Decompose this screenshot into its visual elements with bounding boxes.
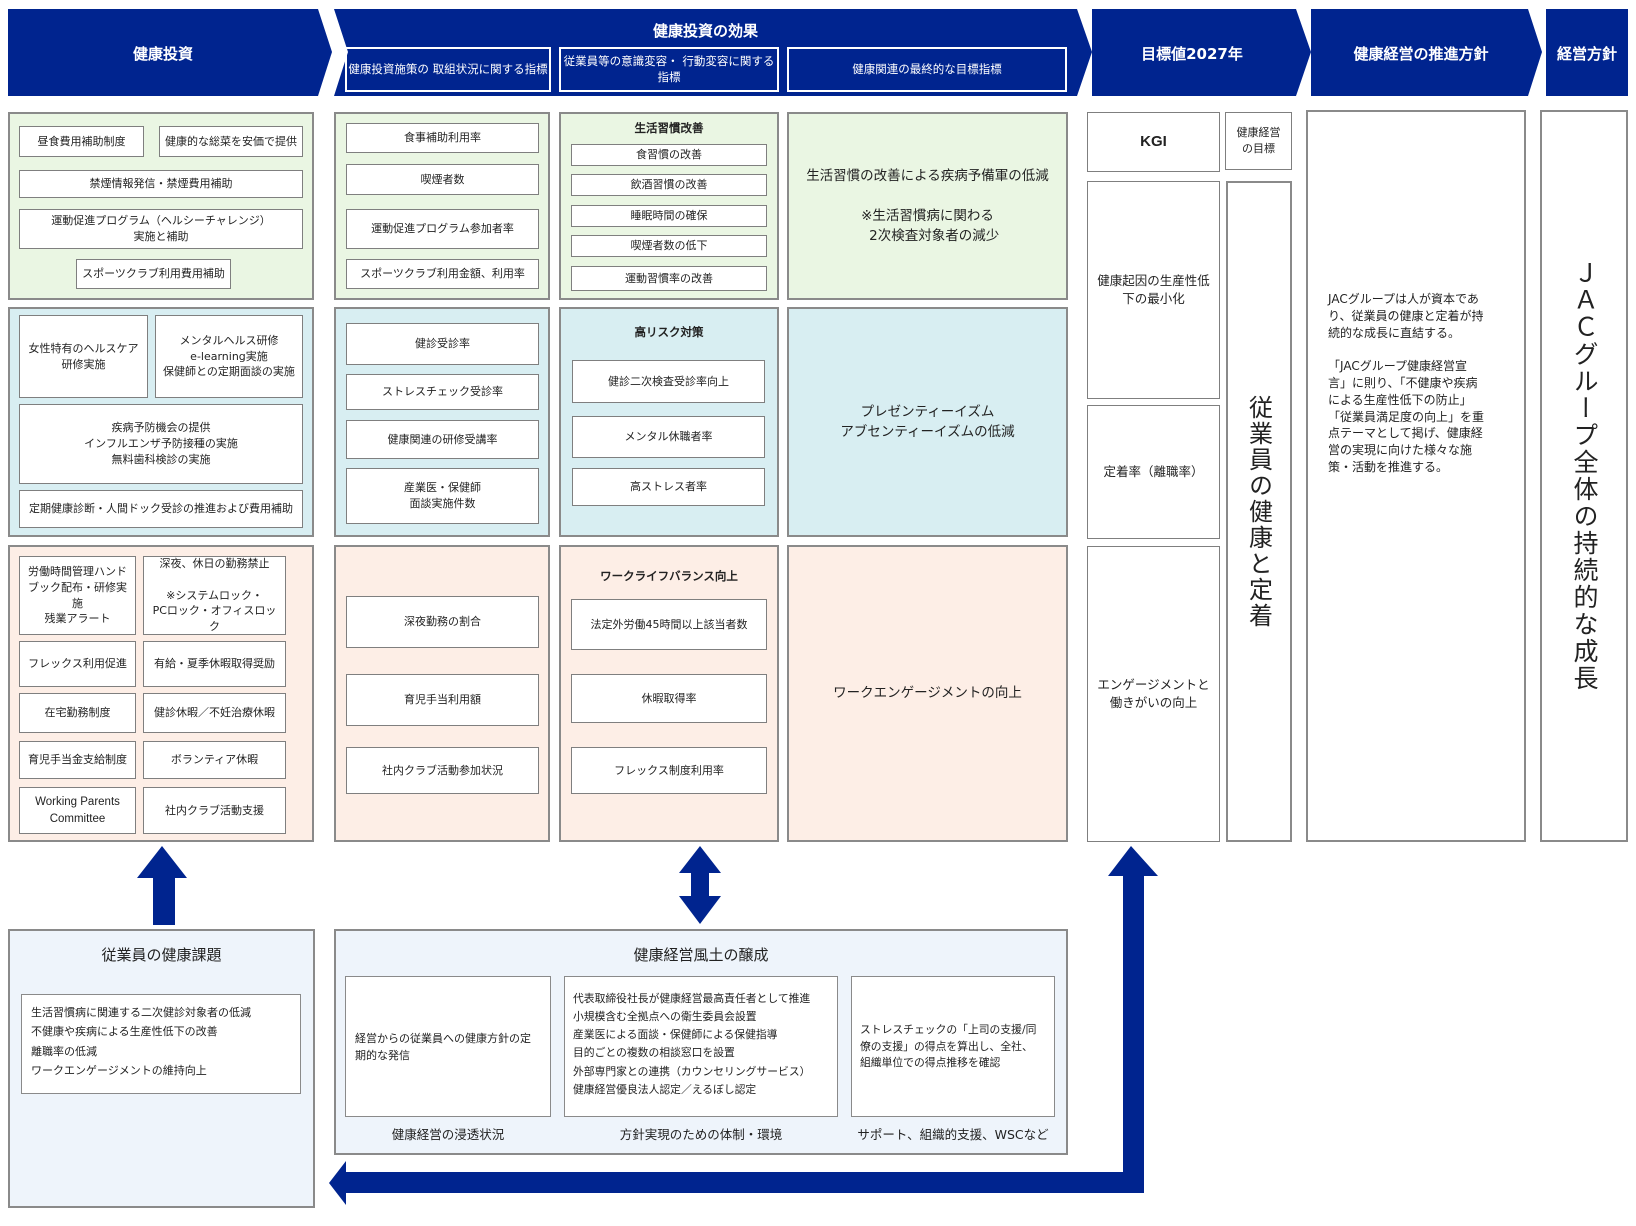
investment-item: 女性特有のヘルスケア 研修実施 — [19, 315, 148, 398]
investment-item: スポーツクラブ利用費用補助 — [76, 259, 231, 289]
behavior-item: 飲酒習慣の改善 — [571, 174, 767, 196]
investment-item: 健康的な総菜を安価で提供 — [159, 126, 303, 157]
header-target: 目標値2027年 — [1141, 45, 1243, 63]
culture-box-3-text: ストレスチェックの「上司の支援/同 僚の支援」の得点を算出し、全社、 組織単位で… — [860, 1023, 1037, 1070]
header-chevron-target — [1092, 9, 1311, 96]
indicator-item: 健診受診率 — [346, 323, 539, 365]
header-effect: 健康投資の効果 — [652, 22, 758, 40]
investment-item: 健診休暇／不妊治療休暇 — [143, 693, 286, 733]
indicator-item: 社内クラブ活動参加状況 — [346, 747, 539, 794]
investment-item: 昼食費用補助制度 — [19, 126, 144, 157]
investment-item: ボランティア休暇 — [143, 741, 286, 779]
behavior-title: 生活習慣改善 — [634, 121, 704, 135]
kgi-label: KGI — [1087, 112, 1220, 172]
header-effect-sub-3: 健康関連の最終的な目標指標 — [787, 47, 1067, 92]
header-mgmt-policy: 経営方針 — [1556, 45, 1617, 63]
investment-item: 社内クラブ活動支援 — [143, 787, 286, 834]
behavior-item: 運動習慣率の改善 — [571, 266, 767, 291]
policy-box — [1306, 110, 1526, 842]
culture-item: 健康経営優良法人認定／えるぼし認定 — [573, 1082, 757, 1096]
culture-item: 目的ごとの複数の相談窓口を設置 — [573, 1046, 735, 1060]
behavior-item: フレックス制度利用率 — [571, 747, 767, 794]
behavior-item: 健診二次検査受診率向上 — [572, 360, 765, 403]
issues-list: 生活習慣病に関連する二次健診対象者の低減 不健康や疾病による生産性低下の改善 離… — [31, 1003, 251, 1080]
header-effect-sub-2: 従業員等の意識変容・ 行動変容に関する指標 — [559, 47, 779, 92]
final-goal-panel-worklife — [787, 545, 1068, 842]
culture-item: 代表取締役社長が健康経営最高責任者として推進 — [573, 992, 811, 1005]
target-item: 健康起因の生産性低 下の最小化 — [1087, 181, 1220, 399]
final-goal-panel-risk — [787, 307, 1068, 537]
culture-title: 健康経営風土の醸成 — [633, 946, 769, 964]
policy-text: JACグループは人が資本であ り、従業員の健康と定着が持 続的な成長に直結する。… — [1328, 292, 1485, 474]
issues-item: 不健康や疾病による生産性低下の改善 — [31, 1025, 218, 1039]
header-chevron-investment — [8, 9, 332, 96]
goal-label: 健康経営 の目標 — [1225, 112, 1292, 170]
behavior-item: メンタル休職者率 — [572, 416, 765, 458]
target-vertical-text: 従業員の健康と定着 — [1244, 394, 1273, 629]
culture-box-1-text: 経営からの従業員への健康方針の定 期的な発信 — [355, 1032, 531, 1063]
investment-item: 運動促進プログラム（ヘルシーチャレンジ） 実施と補助 — [19, 209, 303, 249]
target-item: 定着率（離職率） — [1087, 405, 1220, 539]
issues-item: 生活習慣病に関連する二次健診対象者の低減 — [31, 1006, 251, 1019]
header-chevrons — [8, 9, 1628, 96]
investment-item: 深夜、休日の勤務禁止 ※システムロック・ PCロック・オフィスロック — [143, 556, 286, 635]
culture-caption-3: サポート、組織的支援、WSCなど — [857, 1127, 1049, 1142]
indicator-item: 育児手当利用額 — [346, 674, 539, 726]
indicator-item: 深夜勤務の割合 — [346, 596, 539, 648]
culture-box-2-list: 代表取締役社長が健康経営最高責任者として推進 小規模含む全拠点への衛生委員会設置… — [573, 990, 810, 1099]
behavior-item: 法定外労働45時間以上該当者数 — [571, 599, 767, 650]
behavior-item: 喫煙者数の低下 — [571, 235, 767, 257]
header-box-mgmt-policy — [1546, 9, 1628, 96]
behavior-item: 食習慣の改善 — [571, 144, 767, 166]
header-policy: 健康経営の推進方針 — [1353, 45, 1489, 63]
mgmt-policy-box — [1540, 110, 1628, 842]
header-investment: 健康投資 — [132, 45, 193, 63]
indicator-item: 健康関連の研修受講率 — [346, 420, 539, 459]
indicator-item: 喫煙者数 — [346, 164, 539, 195]
investment-item: メンタルヘルス研修 e-learning実施 保健師との定期面談の実施 — [155, 315, 303, 398]
behavior-item: 休暇取得率 — [571, 674, 767, 723]
indicator-item: 運動促進プログラム参加者率 — [346, 209, 539, 249]
investment-item: 禁煙情報発信・禁煙費用補助 — [19, 170, 303, 198]
issues-list-box — [21, 994, 301, 1094]
investment-item: フレックス利用促進 — [19, 641, 136, 687]
investment-item: 定期健康診断・人間ドック受診の推進および費用補助 — [19, 490, 303, 528]
behavior-item: 睡眠時間の確保 — [571, 205, 767, 227]
indicator-item: ストレスチェック受診率 — [346, 374, 539, 410]
header-chevron-policy — [1311, 9, 1542, 96]
final-goal-risk: プレゼンティーイズム アブセンティーイズムの低減 — [840, 403, 1015, 440]
header-chevron-effect — [334, 9, 1092, 96]
culture-item: 小規模含む全拠点への衛生委員会設置 — [573, 1010, 757, 1024]
issues-item: ワークエンゲージメントの維持向上 — [31, 1063, 207, 1077]
behavior-title: 高リスク対策 — [634, 325, 704, 339]
issues-title: 従業員の健康課題 — [101, 946, 222, 964]
up-arrow-icon — [137, 846, 187, 925]
mgmt-policy-text: ＪＡＣグループ全体の持続的な成長 — [1570, 260, 1599, 692]
target-vertical-box — [1226, 181, 1292, 842]
header-effect-sub-1: 健康投資施策の 取組状況に関する指標 — [345, 47, 551, 92]
culture-caption-1: 健康経営の浸透状況 — [391, 1127, 505, 1142]
final-goal-panel-lifestyle — [787, 112, 1068, 300]
issues-item: 離職率の低減 — [31, 1044, 97, 1058]
indicator-item: 産業医・保健師 面談実施件数 — [346, 468, 539, 524]
indicator-item: スポーツクラブ利用金額、利用率 — [346, 259, 539, 289]
investment-item: Working Parents Committee — [19, 787, 136, 834]
investment-item: 疾病予防機会の提供 インフルエンザ予防接種の実施 無料歯科検診の実施 — [19, 404, 303, 484]
final-goal-lifestyle: 生活習慣の改善による疾病予備軍の低減 ※生活習慣病に関わる 2次検査対象者の減少 — [806, 167, 1049, 245]
investment-item: 労働時間管理ハンド ブック配布・研修実施 残業アラート — [19, 556, 136, 635]
behavior-item: 高ストレス者率 — [572, 468, 765, 506]
indicator-item: 食事補助利用率 — [346, 123, 539, 153]
final-goal-worklife: ワークエンゲージメントの向上 — [833, 685, 1022, 702]
culture-caption-2: 方針実現のための体制・環境 — [619, 1127, 783, 1142]
investment-item: 有給・夏季休暇取得奨励 — [143, 641, 286, 687]
double-arrow-icon — [679, 846, 721, 924]
target-item: エンゲージメントと 働きがいの向上 — [1087, 546, 1220, 842]
culture-item: 外部専門家との連携（カウンセリングサービス） — [573, 1064, 811, 1078]
investment-item: 在宅勤務制度 — [19, 693, 136, 733]
behavior-title: ワークライフバランス向上 — [600, 569, 738, 583]
investment-item: 育児手当金支給制度 — [19, 741, 136, 779]
culture-item: 産業医による面談・保健師による保健指導 — [573, 1028, 778, 1042]
